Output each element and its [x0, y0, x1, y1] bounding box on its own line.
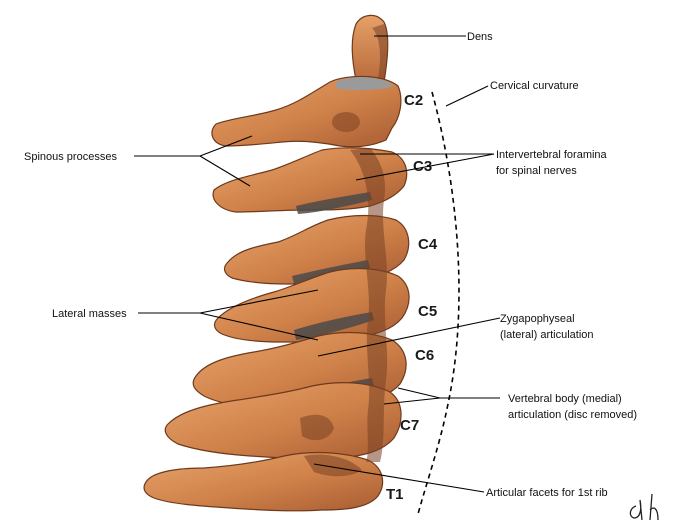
level-c4: C4: [418, 236, 438, 253]
label-intervertebral-foramina-1: Intervertebral foramina: [496, 149, 608, 161]
label-vertebral-body-1: Vertebral body (medial): [508, 393, 622, 405]
vertebra-c7: [164, 382, 402, 460]
annotation-labels: Dens Cervical curvature Spinous processe…: [24, 31, 637, 499]
level-c6: C6: [415, 347, 434, 364]
level-c5: C5: [418, 303, 437, 320]
level-t1: T1: [386, 486, 404, 503]
leader-lines: [134, 35, 501, 493]
vertebral-levels: C2 C3 C4 C5 C6 C7 T1: [386, 92, 438, 503]
label-articular-facets: Articular facets for 1st rib: [486, 487, 608, 499]
level-c2: C2: [404, 92, 423, 109]
label-lateral-masses: Lateral masses: [52, 308, 127, 320]
cervical-curvature-line: [417, 91, 460, 515]
label-zygapophyseal-2: (lateral) articulation: [500, 329, 594, 341]
level-c3: C3: [413, 158, 432, 175]
spine-illustration: [143, 14, 410, 512]
level-c7: C7: [400, 417, 419, 434]
label-intervertebral-foramina-2: for spinal nerves: [496, 165, 577, 177]
label-zygapophyseal-1: Zygapophyseal: [500, 313, 575, 325]
signature-mark: [629, 493, 659, 521]
label-dens: Dens: [467, 31, 493, 43]
label-spinous-processes: Spinous processes: [24, 151, 117, 163]
label-vertebral-body-2: articulation (disc removed): [508, 409, 637, 421]
label-cervical-curvature: Cervical curvature: [490, 80, 579, 92]
